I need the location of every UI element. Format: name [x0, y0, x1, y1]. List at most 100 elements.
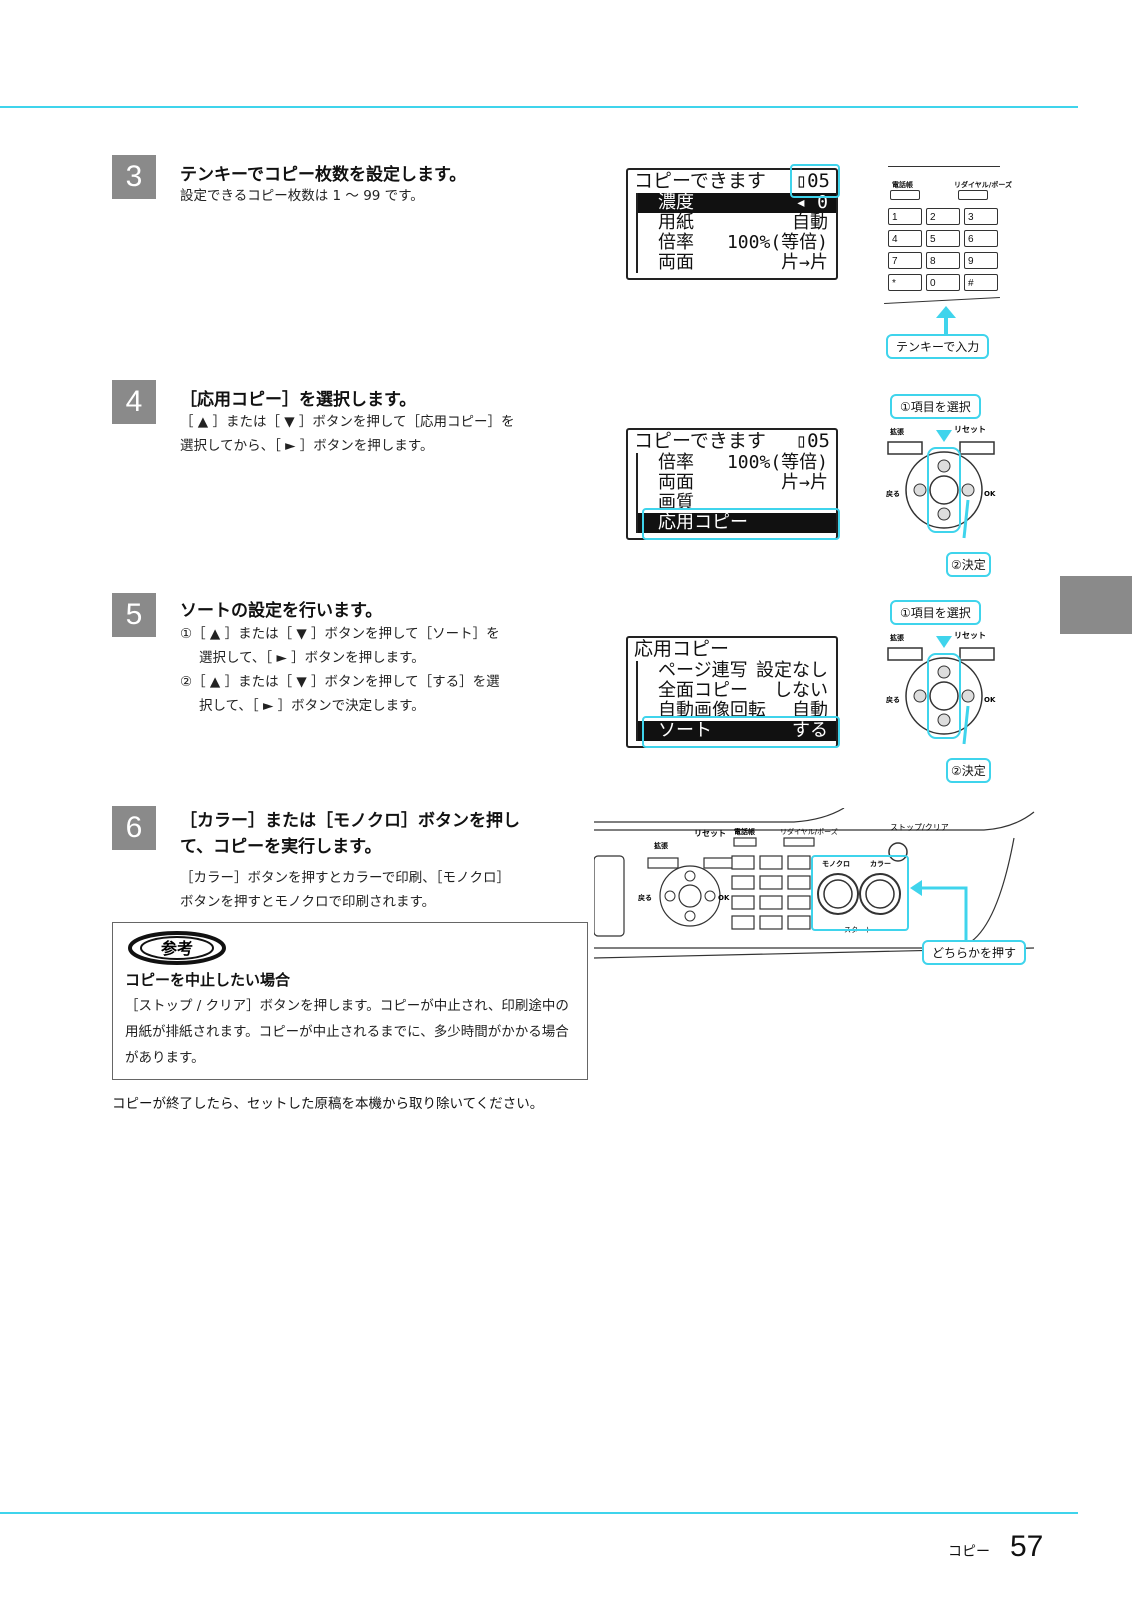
phonebook-button[interactable]	[890, 190, 920, 200]
keypad-key[interactable]: *	[888, 274, 922, 291]
svg-text:リセット: リセット	[954, 425, 986, 434]
step-title: ［応用コピー］を選択します。	[180, 390, 417, 410]
step-title-line: ［カラー］または［モノクロ］ボタンを押し	[180, 811, 520, 831]
keypad-key[interactable]: 5	[926, 230, 960, 247]
step-body: ［ ▲ ］または［ ▼ ］ボタンを押して［応用コピー］を 選択してから、［ ► …	[180, 410, 515, 458]
decide-callout: ②決定	[946, 758, 991, 783]
redial-button[interactable]	[958, 190, 988, 200]
lcd-header: 応用コピー	[634, 638, 730, 660]
note-title: コピーを中止したい場合	[125, 971, 291, 989]
keypad-key[interactable]: 8	[926, 252, 960, 269]
lcd-row: 応用コピー	[636, 513, 836, 533]
keypad-key[interactable]: 7	[888, 252, 922, 269]
lcd-row: 全面コピーしない	[636, 681, 836, 701]
copy-count: ▯05	[795, 170, 830, 192]
step-title: ソートの設定を行います。	[180, 601, 383, 621]
keypad-key[interactable]: 1	[888, 208, 922, 225]
lcd-row: 両面片→片	[636, 253, 836, 273]
step-body: ［カラー］ボタンを押すとカラーで印刷、［モノクロ］ ボタンを押すとモノクロで印刷…	[180, 866, 510, 914]
step-body-line: ボタンを押すとモノクロで印刷されます。	[180, 894, 436, 910]
navigation-pad: 拡張 リセット 戻る OK	[885, 631, 996, 745]
step-body-line: ［カラー］ボタンを押すとカラーで印刷、［モノクロ］	[180, 870, 510, 886]
lcd-row: 自動画像回転自動	[636, 701, 836, 721]
selection-highlight	[642, 508, 840, 540]
svg-text:OK: OK	[984, 696, 996, 704]
lcd-header: コピーできます	[634, 170, 766, 192]
lcd-screen: 応用コピー ページ連写設定なし 全面コピーしない 自動画像回転自動 ソートする	[626, 636, 838, 748]
keypad-key[interactable]: 4	[888, 230, 922, 247]
svg-text:OK: OK	[718, 894, 730, 902]
svg-text:拡張: 拡張	[890, 427, 905, 436]
tenkey-callout: テンキーで入力	[886, 334, 990, 359]
step-title-line: て、コピーを実行します。	[180, 837, 382, 857]
control-panel: 戻る OK 拡張 リセット 電話帳 リダイヤル/ポーズ ストップ/クリア モノク…	[594, 808, 1035, 959]
step-title: ［カラー］または［モノクロ］ボタンを押し て、コピーを実行します。	[180, 808, 520, 860]
step-body-line: 選択してから、［ ► ］ボタンを押します。	[180, 438, 434, 454]
svg-text:リダイヤル/ポーズ: リダイヤル/ポーズ	[780, 827, 838, 836]
svg-text:リセット: リセット	[694, 829, 726, 838]
final-instruction: コピーが終了したら、セットした原稿を本機から取り除いてください。	[112, 1096, 544, 1112]
select-callout: ①項目を選択	[890, 600, 981, 625]
note-box: 参考 コピーを中止したい場合 ［ストップ / クリア］ボタンを押します。コピーが…	[112, 922, 588, 1080]
note-body: ［ストップ / クリア］ボタンを押します。コピーが中止され、印刷途中の用紙が排紙…	[125, 998, 569, 1066]
keypad-key[interactable]: #	[964, 274, 998, 291]
svg-text:ストップ/クリア: ストップ/クリア	[890, 823, 949, 832]
side-tab	[1060, 576, 1132, 634]
page-number: 57	[1010, 1530, 1044, 1563]
svg-text:モノクロ: モノクロ	[822, 859, 850, 868]
lcd-row: ソートする	[636, 721, 836, 741]
step-body-line: ［ ▲ ］または［ ▼ ］ボタンを押して［応用コピー］を	[180, 414, 515, 430]
step-body-line: ①［ ▲ ］または［ ▼ ］ボタンを押して［ソート］を	[180, 626, 500, 642]
svg-text:拡張: 拡張	[654, 841, 669, 850]
step-number: 3	[112, 155, 156, 199]
navigation-pad: 拡張 リセット 戻る OK	[885, 425, 996, 539]
step-number: 4	[112, 380, 156, 424]
step-number: 6	[112, 806, 156, 850]
press-callout: どちらかを押す	[922, 940, 1027, 965]
svg-text:電話帳: 電話帳	[734, 827, 755, 836]
svg-text:OK: OK	[984, 490, 996, 498]
redial-label: リダイヤル/ポーズ	[954, 181, 1012, 189]
svg-text:拡張: 拡張	[890, 633, 905, 642]
phonebook-label: 電話帳	[892, 181, 913, 189]
step-body-line: ②［ ▲ ］または［ ▼ ］ボタンを押して［する］を選	[180, 674, 500, 690]
keypad-key[interactable]: 3	[964, 208, 998, 225]
keypad-key[interactable]: 9	[964, 252, 998, 269]
svg-text:リセット: リセット	[954, 631, 986, 640]
select-callout: ①項目を選択	[890, 394, 981, 419]
lcd-row: 画質	[636, 493, 836, 513]
step-body-line: 択して、［ ► ］ボタンで決定します。	[199, 698, 425, 714]
lcd-header: コピーできます	[634, 430, 766, 452]
keypad-key[interactable]: 2	[926, 208, 960, 225]
chapter-name: コピー	[948, 1544, 990, 1560]
copy-count: ▯05	[795, 430, 830, 452]
svg-text:戻る: 戻る	[637, 893, 652, 902]
step-title: テンキーでコピー枚数を設定します。	[180, 165, 467, 185]
step-body: 設定できるコピー枚数は 1 〜 99 です。	[180, 184, 424, 208]
page-footer: コピー 57	[948, 1530, 1043, 1564]
step-number: 5	[112, 593, 156, 637]
step-body-line: 設定できるコピー枚数は 1 〜 99 です。	[180, 188, 424, 204]
keypad-key[interactable]: 0	[926, 274, 960, 291]
svg-text:カラー: カラー	[870, 860, 891, 868]
svg-text:戻る: 戻る	[885, 695, 900, 704]
svg-text:戻る: 戻る	[885, 489, 900, 498]
bottom-rule	[0, 1512, 1078, 1514]
step-body-line: 選択して、［ ► ］ボタンを押します。	[199, 650, 425, 666]
arrow-up-icon	[936, 306, 956, 334]
top-rule	[0, 106, 1078, 108]
decide-callout: ②決定	[946, 552, 991, 577]
lcd-row: ページ連写設定なし	[636, 661, 836, 681]
lcd-row: 両面片→片	[636, 473, 836, 493]
lcd-row: 用紙自動	[636, 213, 836, 233]
selection-highlight	[642, 716, 840, 748]
note-badge: 参考	[128, 931, 226, 965]
note-badge-label: 参考	[161, 939, 193, 958]
count-highlight	[790, 164, 840, 198]
keypad-key[interactable]: 6	[964, 230, 998, 247]
step-body: ①［ ▲ ］または［ ▼ ］ボタンを押して［ソート］を 選択して、［ ► ］ボタ…	[180, 622, 500, 718]
